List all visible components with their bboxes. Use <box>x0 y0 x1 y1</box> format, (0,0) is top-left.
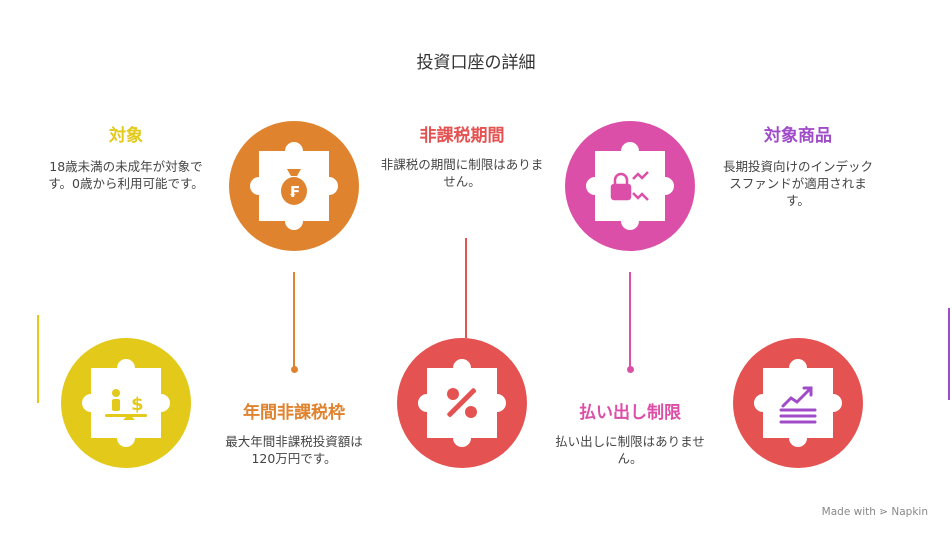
growth-chart-icon <box>779 386 817 424</box>
connector-withdrawal <box>629 272 631 370</box>
circle-withdrawal <box>565 121 695 251</box>
desc-annual-limit: 最大年間非課税投資額は120万円です。 <box>225 434 363 466</box>
heading-products: 対象商品 <box>764 126 832 146</box>
footer-brand: Napkin <box>891 506 928 518</box>
heading-withdrawal: 払い出し制限 <box>579 403 681 423</box>
connector-tax-period <box>465 238 467 338</box>
person-dollar-icon: $ <box>105 389 147 420</box>
footer-made-with: Made with <box>821 506 876 518</box>
heading-tax-period: 非課税期間 <box>419 126 505 146</box>
desc-withdrawal: 払い出しに制限はありません。 <box>555 434 705 466</box>
napkin-logo-icon: ⋗ <box>879 506 889 518</box>
connector-dot-withdrawal <box>626 366 634 373</box>
svg-text:$: $ <box>131 394 144 415</box>
desc-target: 18歳未満の未成年が対象です。0歳から利用可能です。 <box>48 159 204 191</box>
circle-annual-limit: ₣ <box>229 121 359 251</box>
diagram-title: 投資口座の詳細 <box>416 53 536 73</box>
desc-tax-period: 非課税の期間に制限はありません。 <box>380 157 544 189</box>
svg-text:₣: ₣ <box>289 183 299 201</box>
connector-annual-limit <box>293 272 295 370</box>
footer-credit: Made with ⋗ Napkin <box>822 506 928 518</box>
connector-dot-annual-limit <box>290 366 298 373</box>
edge-line-right <box>948 308 950 400</box>
heading-annual-limit: 年間非課税枠 <box>243 403 345 423</box>
circle-tax-period <box>397 338 527 468</box>
heading-target: 対象 <box>109 126 143 146</box>
circle-target: $ <box>61 338 191 468</box>
puzzle-piece <box>82 359 170 447</box>
desc-products: 長期投資向けのインデックスファンドが適用されます。 <box>722 159 873 208</box>
edge-line-left <box>37 315 39 403</box>
money-bag-icon: ₣ <box>281 169 307 205</box>
lock-arrows-icon <box>610 171 649 201</box>
circle-products <box>733 338 863 468</box>
percent-icon <box>447 388 477 418</box>
